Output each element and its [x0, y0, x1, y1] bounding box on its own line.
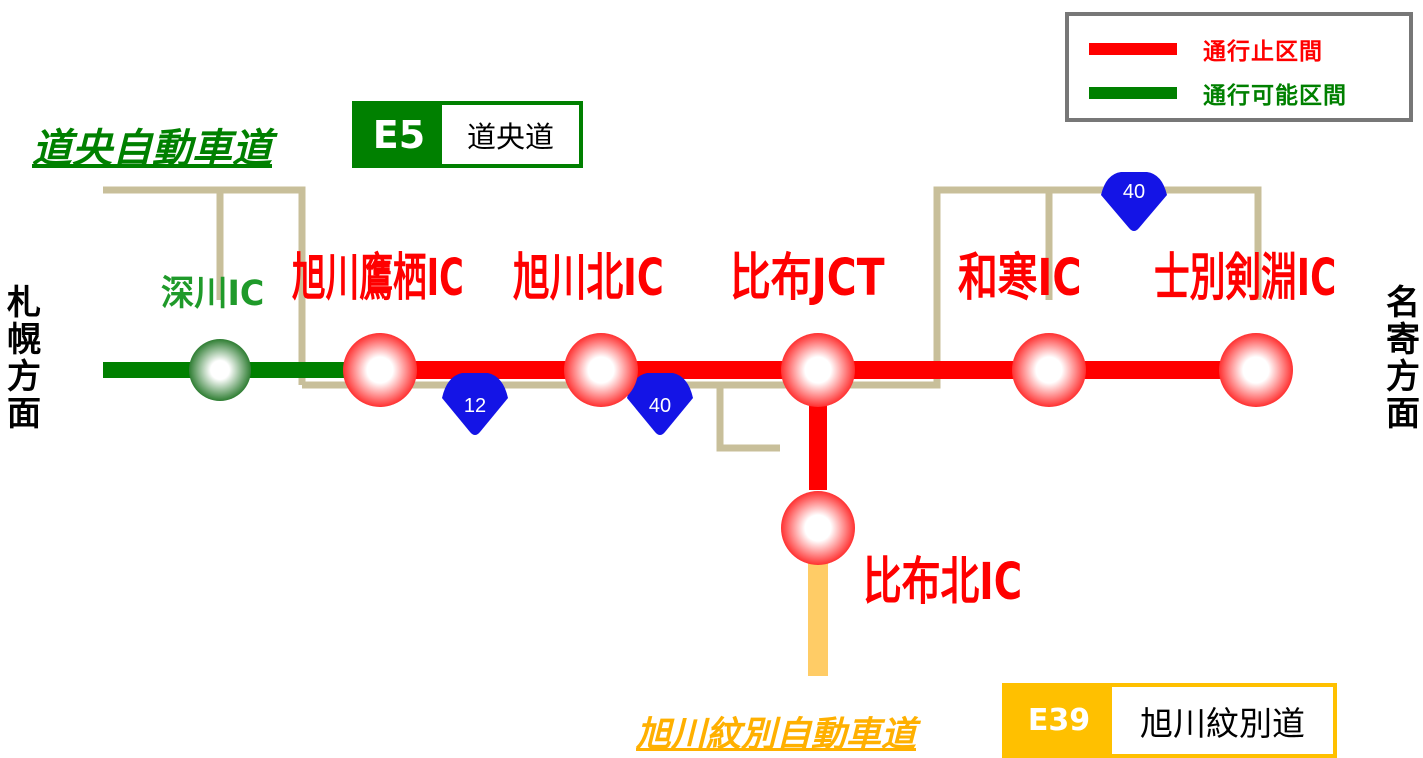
station-marker-pippu-kita — [781, 491, 855, 565]
local-roads — [103, 186, 1262, 452]
route-12-label: 12 — [464, 395, 486, 417]
local-road-pippu-kita-link — [716, 385, 780, 452]
station-label-asahikawa-kita: 旭川北IC — [513, 249, 664, 308]
doou-expressway-shield: E5 道央道 — [352, 101, 583, 168]
direction-sapporo-char-4: 面 — [7, 394, 41, 434]
station-marker-pippu-jct — [781, 333, 855, 407]
doou-code: E5 — [372, 112, 426, 157]
doou-expressway-title: 道央自動車道 — [32, 126, 272, 172]
route-40-lower-label: 40 — [649, 395, 671, 417]
route-40-upper-label: 40 — [1123, 181, 1145, 203]
direction-nayoro-char-3: 方 — [1386, 357, 1420, 397]
direction-nayoro-char-2: 寄 — [1386, 320, 1420, 360]
station-label-wassamu: 和寒IC — [958, 249, 1082, 308]
local-road-fukagawa — [103, 186, 306, 385]
direction-nayoro-char-4: 面 — [1386, 394, 1420, 434]
legend-closed-label: 通行止区間 — [1203, 39, 1323, 65]
route-40-lower-shield: 40 — [627, 373, 693, 435]
direction-sapporo-char-3: 方 — [7, 357, 41, 397]
monbetsu-code: E39 — [1027, 703, 1091, 738]
legend-open-swatch — [1089, 87, 1177, 99]
monbetsu-expressway-title: 旭川紋別自動車道 — [636, 715, 917, 755]
station-marker-wassamu — [1012, 333, 1086, 407]
station-label-asahikawa-takasu: 旭川鷹栖IC — [292, 249, 464, 308]
route-40-upper-shield: 40 — [1101, 172, 1167, 231]
direction-sapporo-char-2: 幌 — [7, 320, 41, 360]
legend: 通行止区間 通行可能区間 — [1065, 12, 1413, 122]
station-marker-asahikawa-kita — [564, 333, 638, 407]
direction-sapporo: 札 幌 方 面 — [4, 285, 44, 433]
doou-short-name: 道央道 — [442, 105, 579, 164]
legend-closed-swatch — [1089, 43, 1177, 55]
local-road-route-12-40 — [302, 186, 1262, 389]
legend-closed-row: 通行止区間 — [1089, 34, 1323, 65]
station-label-shibetsu-kembuchi: 士別剣淵IC — [1154, 249, 1337, 308]
station-marker-shibetsu-kembuchi — [1219, 333, 1293, 407]
station-label-pippu-kita: 比布北IC — [863, 553, 1023, 612]
station-marker-fukagawa — [189, 339, 251, 401]
station-label-pippu-jct: 比布JCT — [730, 249, 885, 308]
direction-sapporo-char-1: 札 — [7, 283, 41, 323]
station-marker-asahikawa-takasu — [343, 333, 417, 407]
direction-nayoro-char-1: 名 — [1386, 283, 1420, 323]
monbetsu-short-name: 旭川紋別道 — [1112, 687, 1333, 754]
legend-open-row: 通行可能区間 — [1089, 78, 1347, 109]
legend-open-label: 通行可能区間 — [1203, 83, 1347, 109]
route-12-shield: 12 — [442, 373, 508, 435]
station-label-fukagawa: 深川IC — [161, 274, 265, 314]
direction-nayoro: 名 寄 方 面 — [1383, 285, 1423, 433]
monbetsu-expressway-shield: E39 旭川紋別道 — [1002, 683, 1337, 758]
